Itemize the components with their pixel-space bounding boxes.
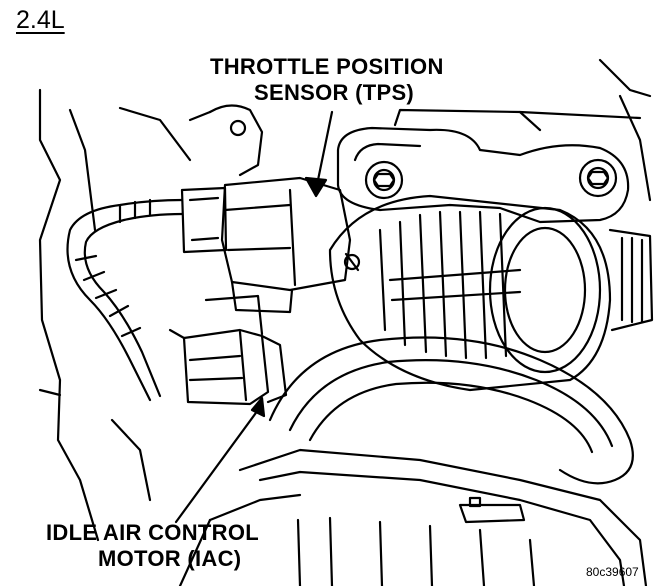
iac-leader-arrow	[174, 396, 266, 524]
tps-sensor	[180, 176, 352, 314]
iac-motor	[168, 294, 288, 406]
engine-size-label: 2.4L	[16, 6, 65, 34]
wiring-harness	[66, 104, 264, 402]
mounting-bracket	[336, 126, 654, 332]
iac-callout-line2: MOTOR (IAC)	[98, 546, 242, 571]
tps-leader-arrow	[304, 110, 334, 198]
air-inlet-duct	[178, 336, 648, 586]
tps-callout-line1: THROTTLE POSITION	[210, 54, 444, 79]
engine-bay-frame	[38, 58, 652, 542]
figure-code: 80c39607	[586, 565, 639, 579]
tps-callout-line2: SENSOR (TPS)	[254, 80, 415, 105]
iac-callout-line1: IDLE AIR CONTROL	[46, 520, 259, 545]
throttle-body	[328, 194, 612, 392]
